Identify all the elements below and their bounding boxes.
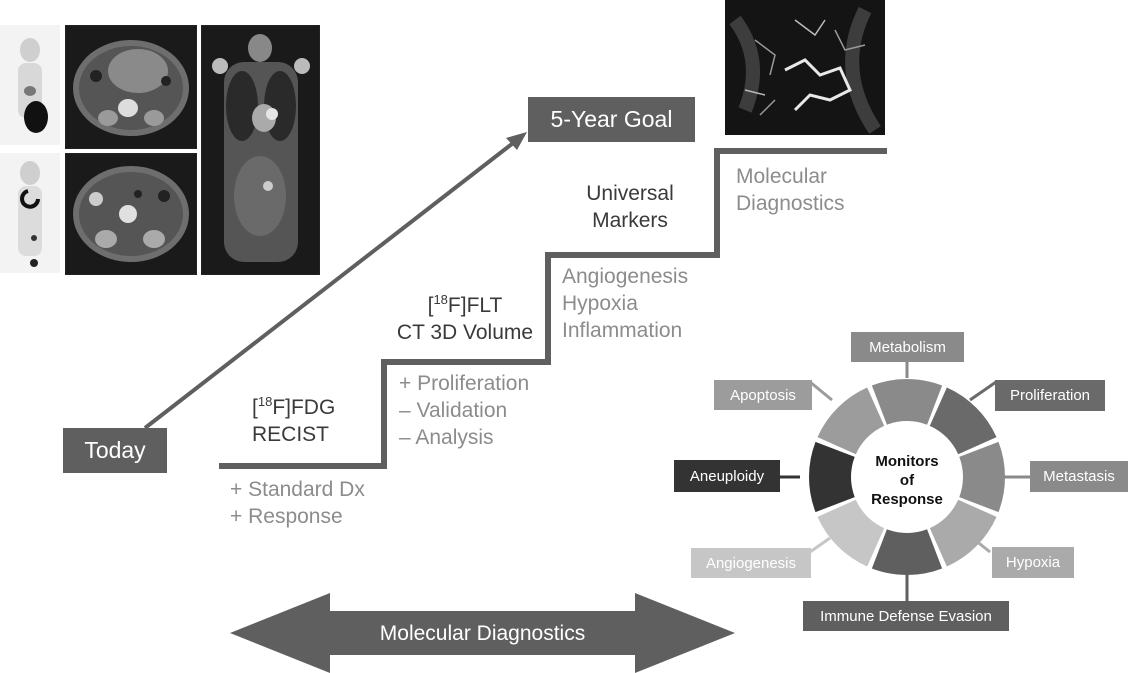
stage4-item: Diagnostics [736, 192, 845, 215]
response-wheel [780, 360, 1030, 602]
wheel-label-angiogenesis: Angiogenesis [691, 548, 811, 578]
ct-coronal-image [201, 25, 320, 275]
scan-collage [0, 25, 320, 275]
stage2-title: [18F]FLT CT 3D Volume [382, 292, 548, 346]
molecular-structure-image [725, 0, 885, 135]
stage3-title: Universal Markers [555, 180, 705, 234]
ct-axial-bottom-image [65, 153, 197, 275]
wheel-segment-angiogenesis [817, 499, 885, 567]
wheel-label-aneuploidy: Aneuploidy [674, 460, 780, 492]
wheel-label-hypoxia: Hypoxia [992, 547, 1074, 578]
stage1-title: [18F]FDG RECIST [252, 394, 336, 446]
wheel-label-metastasis: Metastasis [1030, 461, 1128, 492]
stage2-title-line2: CT 3D Volume [396, 321, 534, 344]
wheel-label-apoptosis: Apoptosis [714, 380, 812, 410]
stage2-item: – Analysis [399, 426, 494, 449]
wheel-segment-immune [871, 529, 943, 575]
wheel-segment-hypoxia [929, 499, 997, 567]
wheel-label-immune: Immune Defense Evasion [803, 601, 1009, 631]
wheel-center-line3: Response [871, 491, 943, 508]
stage3-item: Angiogenesis [562, 265, 689, 288]
wheel-segment-apoptosis [817, 387, 885, 455]
double-arrow [230, 593, 735, 673]
ct-axial-top-image [65, 25, 197, 149]
stage3-item: Inflammation [562, 319, 683, 342]
stage4-item: Molecular [736, 165, 828, 188]
wheel-label-proliferation: Proliferation [995, 380, 1105, 411]
progress-diagonal-arrow [143, 138, 519, 430]
stage2-items: + Proliferation – Validation – Analysis [399, 370, 529, 451]
wheel-segment-metabolism [871, 379, 943, 425]
stage1-item: + Response [230, 505, 343, 528]
stage1-items: + Standard Dx + Response [230, 476, 365, 530]
stage1-title-line2: RECIST [252, 423, 330, 446]
double-arrow-shape [230, 593, 735, 673]
pet-scan-bottom-image [0, 153, 60, 273]
stage4-items: Molecular Diagnostics [736, 163, 845, 217]
double-arrow-label: Molecular Diagnostics [379, 622, 586, 645]
goal-box: 5-Year Goal [528, 97, 695, 142]
pet-scan-top-image [0, 25, 60, 145]
stage3-title-line1: Universal [586, 182, 674, 205]
wheel-center-line1: Monitors [875, 453, 939, 470]
stage3-items: Angiogenesis Hypoxia Inflammation [562, 263, 688, 344]
today-label: Today [84, 437, 146, 463]
stage2-item: + Proliferation [399, 372, 530, 395]
stage1-item: + Standard Dx [230, 478, 365, 501]
stage3-item: Hypoxia [562, 292, 638, 315]
wheel-segment-proliferation [929, 387, 997, 455]
progress-arrowhead [506, 132, 527, 150]
today-box: Today [63, 428, 167, 473]
wheel-segment-metastasis [959, 441, 1005, 513]
wheel-segment-aneuploidy [809, 441, 855, 513]
wheel-label-metabolism: Metabolism [851, 332, 964, 362]
stage3-title-line2: Markers [592, 209, 668, 232]
stage2-item: – Validation [399, 399, 508, 422]
wheel-center-line2: of [899, 472, 915, 489]
wheel-center-text: Monitors of Response [847, 452, 967, 509]
goal-label: 5-Year Goal [550, 106, 673, 132]
staircase-line [219, 148, 887, 469]
